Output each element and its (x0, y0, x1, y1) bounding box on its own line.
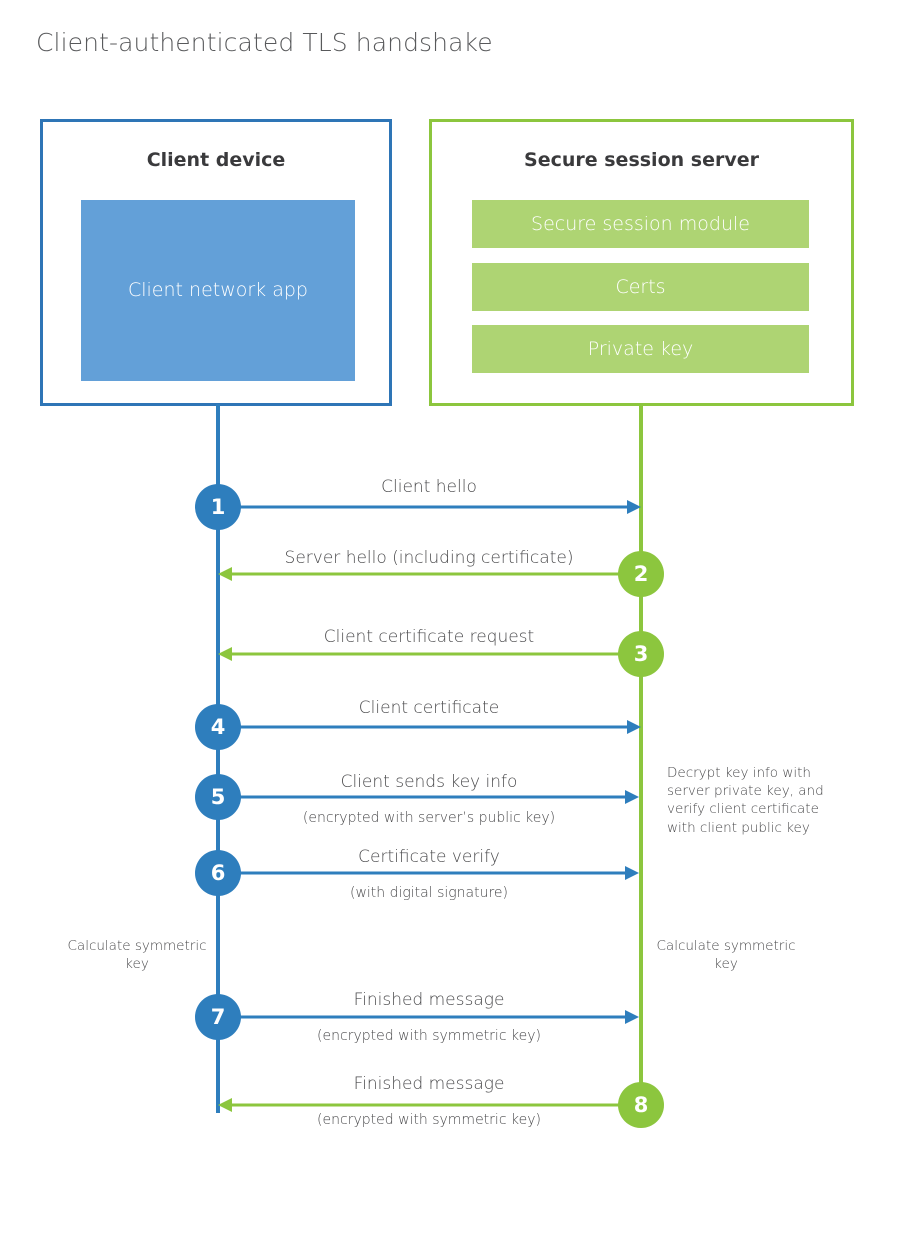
client-calculate-note: Calculate symmetric key (67, 938, 207, 973)
arrow-step-7 (220, 1010, 639, 1024)
step-circle-7[interactable]: 7 (195, 994, 241, 1040)
page-title: Client-authenticated TLS handshake (36, 28, 493, 57)
message-label-3: Client certificate request (323, 627, 535, 647)
arrow-step-8 (218, 1098, 637, 1112)
server-calculate-note: Calculate symmetric key (656, 938, 796, 973)
server-decrypt-note: Decrypt key info with server private key… (667, 765, 824, 836)
step-circle-6[interactable]: 6 (195, 850, 241, 896)
message-label-5: Client sends key info (340, 772, 518, 792)
step-circle-3[interactable]: 3 (618, 631, 664, 677)
message-sublabel-5: (encrypted with server’s public key) (302, 810, 556, 826)
arrow-step-2 (218, 567, 637, 581)
server-block-private-key: Private key (472, 325, 809, 373)
arrow-step-1 (220, 500, 641, 514)
server-block-secure-session-module: Secure session module (472, 200, 809, 248)
message-label-7: Finished message (353, 990, 505, 1010)
message-label-2: Server hello (including certificate) (284, 548, 574, 568)
arrow-step-5 (220, 790, 639, 804)
message-label-4: Client certificate (358, 698, 500, 718)
server-block-certs: Certs (472, 263, 809, 311)
client-lifeline (216, 404, 220, 1113)
message-sublabel-8: (encrypted with symmetric key) (317, 1112, 541, 1128)
message-label-8: Finished message (353, 1074, 505, 1094)
step-circle-2[interactable]: 2 (618, 551, 664, 597)
arrow-step-6 (220, 866, 639, 880)
step-circle-4[interactable]: 4 (195, 704, 241, 750)
message-label-1: Client hello (381, 477, 477, 497)
server-lifeline (639, 404, 643, 1107)
client-network-app-block: Client network app (81, 200, 355, 381)
arrow-step-4 (220, 720, 641, 734)
message-sublabel-7: (encrypted with symmetric key) (317, 1028, 541, 1044)
step-circle-5[interactable]: 5 (195, 774, 241, 820)
secure-session-server-title: Secure session server (524, 149, 759, 171)
step-circle-8[interactable]: 8 (618, 1082, 664, 1128)
step-circle-1[interactable]: 1 (195, 484, 241, 530)
client-device-panel: Client device Client network app (40, 119, 392, 406)
arrow-step-3 (218, 647, 637, 661)
client-device-title: Client device (146, 149, 286, 171)
message-label-6: Certificate verify (358, 847, 500, 867)
message-sublabel-6: (with digital signature) (349, 885, 509, 901)
